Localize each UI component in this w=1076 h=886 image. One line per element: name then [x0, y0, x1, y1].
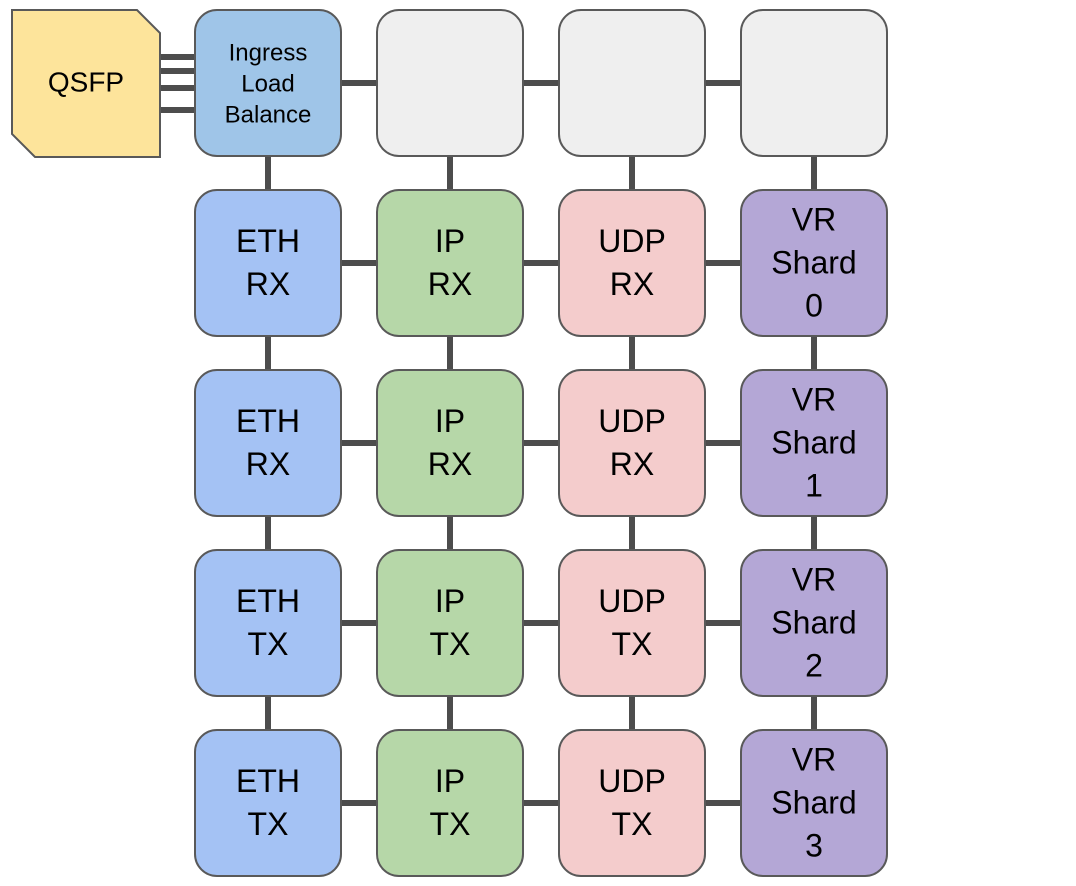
- vr-label-line: 1: [805, 467, 823, 503]
- vr-label-line: Shard: [771, 424, 856, 460]
- ip-label-line: IP: [435, 763, 465, 799]
- vr-label-line: Shard: [771, 244, 856, 280]
- udp-label-line: UDP: [598, 403, 666, 439]
- ingress-box: [194, 9, 342, 157]
- vr-label-line: Shard: [771, 604, 856, 640]
- empty-box: [740, 9, 888, 157]
- ip-label-line: TX: [430, 626, 471, 662]
- eth-label-line: RX: [246, 266, 290, 302]
- udp-node-r3-c2: UDP TX: [558, 549, 706, 697]
- udp-label-line: RX: [610, 446, 654, 482]
- ip-box: [376, 729, 524, 877]
- ip-node-r4-c1: IP TX: [376, 729, 524, 877]
- eth-node-r1-c0: ETH RX: [194, 189, 342, 337]
- ip-label-line: TX: [430, 806, 471, 842]
- vr-node-r1-c3: VR Shard 0: [740, 189, 888, 337]
- vr-label-line: 2: [805, 647, 823, 683]
- ingress-label-line: Ingress: [229, 39, 308, 66]
- vr-box: [740, 549, 888, 697]
- ip-node-r3-c1: IP TX: [376, 549, 524, 697]
- vr-label-line: VR: [792, 561, 836, 597]
- vr-label-line: VR: [792, 741, 836, 777]
- qsfp-label: QSFP: [48, 66, 124, 97]
- eth-node-r3-c0: ETH TX: [194, 549, 342, 697]
- vr-box: [740, 369, 888, 517]
- eth-label-line: RX: [246, 446, 290, 482]
- udp-label-line: TX: [612, 626, 653, 662]
- vr-box: [740, 189, 888, 337]
- eth-label-line: ETH: [236, 403, 300, 439]
- vr-label-line: Shard: [771, 784, 856, 820]
- connection-wires: [160, 54, 817, 806]
- empty-node-r0-c1: [376, 9, 524, 157]
- vr-box: [740, 729, 888, 877]
- udp-node-r1-c2: UDP RX: [558, 189, 706, 337]
- eth-box: [194, 369, 342, 517]
- vr-label-line: 3: [805, 827, 823, 863]
- ip-box: [376, 369, 524, 517]
- vr-node-r4-c3: VR Shard 3: [740, 729, 888, 877]
- vr-node-r2-c3: VR Shard 1: [740, 369, 888, 517]
- udp-label-line: UDP: [598, 763, 666, 799]
- eth-node-r2-c0: ETH RX: [194, 369, 342, 517]
- eth-box: [194, 549, 342, 697]
- ip-label-line: IP: [435, 583, 465, 619]
- ip-box: [376, 189, 524, 337]
- udp-box: [558, 369, 706, 517]
- qsfp-module: QSFP: [11, 9, 161, 158]
- udp-label-line: RX: [610, 266, 654, 302]
- udp-node-r2-c2: UDP RX: [558, 369, 706, 517]
- udp-label-line: UDP: [598, 223, 666, 259]
- ingress-label-line: Load: [241, 70, 294, 97]
- udp-node-r4-c2: UDP TX: [558, 729, 706, 877]
- udp-label-line: UDP: [598, 583, 666, 619]
- eth-label-line: ETH: [236, 223, 300, 259]
- vr-node-r3-c3: VR Shard 2: [740, 549, 888, 697]
- udp-box: [558, 549, 706, 697]
- ip-label-line: IP: [435, 403, 465, 439]
- vr-label-line: VR: [792, 201, 836, 237]
- qsfp-shape: [11, 9, 161, 158]
- udp-box: [558, 729, 706, 877]
- eth-label-line: TX: [248, 806, 289, 842]
- eth-label-line: ETH: [236, 583, 300, 619]
- eth-label-line: ETH: [236, 763, 300, 799]
- vr-label-line: VR: [792, 381, 836, 417]
- eth-box: [194, 729, 342, 877]
- ip-node-r2-c1: IP RX: [376, 369, 524, 517]
- ingress-label-line: Balance: [225, 101, 312, 128]
- ip-label-line: IP: [435, 223, 465, 259]
- udp-box: [558, 189, 706, 337]
- eth-node-r4-c0: ETH TX: [194, 729, 342, 877]
- udp-label-line: TX: [612, 806, 653, 842]
- ip-box: [376, 549, 524, 697]
- empty-node-r0-c3: [740, 9, 888, 157]
- ip-label-line: RX: [428, 266, 472, 302]
- empty-node-r0-c2: [558, 9, 706, 157]
- vr-label-line: 0: [805, 287, 823, 323]
- eth-box: [194, 189, 342, 337]
- empty-box: [558, 9, 706, 157]
- ip-node-r1-c1: IP RX: [376, 189, 524, 337]
- eth-label-line: TX: [248, 626, 289, 662]
- empty-box: [376, 9, 524, 157]
- ip-label-line: RX: [428, 446, 472, 482]
